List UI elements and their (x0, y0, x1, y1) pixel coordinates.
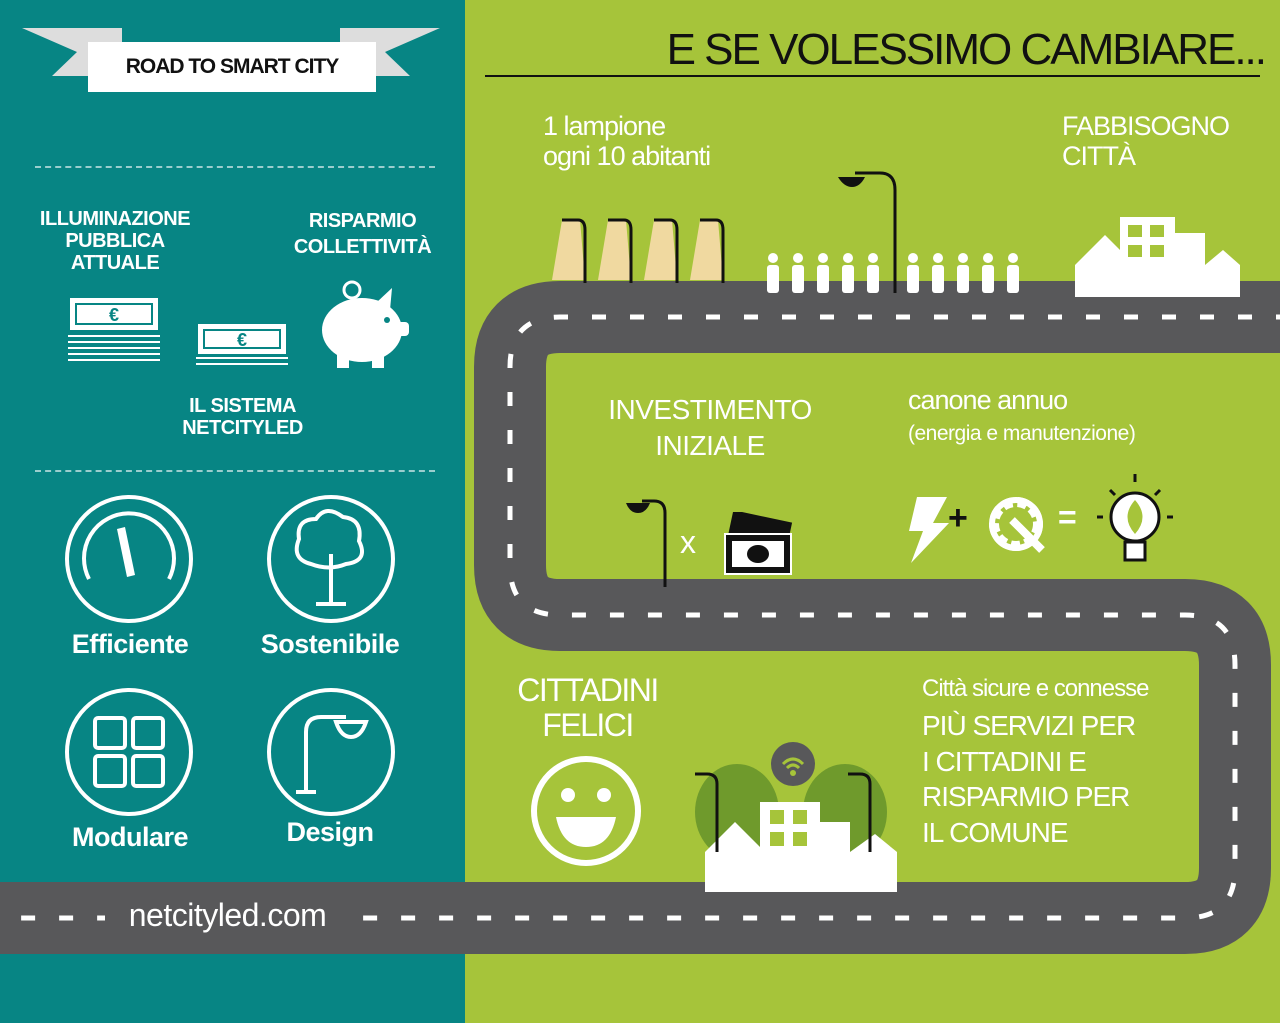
feature-sostenibile: Sostenibile (260, 629, 400, 659)
design-circle (267, 688, 395, 816)
modulare-circle (65, 688, 193, 816)
gear-wrench-icon (989, 497, 1045, 553)
headline: E SE VOLESSIMO CAMBIARE... (666, 25, 1267, 74)
grid-icon (93, 716, 165, 788)
sostenibile-circle (267, 495, 395, 623)
citta-sicure-label: Città sicure e connesse (922, 675, 1149, 702)
people-and-lamp-icon (767, 171, 1019, 293)
smiley-icon (531, 756, 641, 866)
canone-sub: (energia e manutenzione) (908, 422, 1136, 445)
equals-sign: = (1058, 499, 1077, 535)
feature-modulare: Modulare (71, 822, 189, 852)
cash-icon (724, 512, 793, 575)
gauge-icon (82, 511, 176, 580)
piggy-bank-icon (322, 280, 409, 368)
efficiente-circle (65, 495, 193, 623)
headline-underline (485, 75, 1260, 77)
eco-lightbulb-icon (1097, 474, 1173, 562)
tree-icon (294, 509, 364, 606)
street-lamp-icon (626, 499, 667, 587)
times-sign: x (680, 524, 696, 560)
city-icon (1075, 217, 1240, 297)
plus-sign: + (948, 499, 968, 537)
smart-city-icon (695, 742, 897, 892)
money-stack-small-icon: € (196, 324, 288, 365)
feature-design: Design (286, 817, 374, 847)
lightning-icon (909, 497, 949, 563)
feature-efficiente: Efficiente (71, 629, 189, 659)
banner-title: ROAD TO SMART CITY (88, 42, 376, 92)
street-lamp-icon (296, 715, 369, 794)
divider (35, 166, 435, 168)
money-stack-large-icon: € (68, 298, 160, 361)
svg-text:€: € (237, 330, 247, 350)
website-link[interactable]: netcityled.com (128, 897, 327, 933)
divider (35, 470, 435, 472)
left-panel (0, 0, 465, 1023)
canone-label: canone annuo (908, 385, 1068, 415)
svg-text:€: € (109, 305, 119, 325)
lamps-light-icon (552, 218, 725, 283)
